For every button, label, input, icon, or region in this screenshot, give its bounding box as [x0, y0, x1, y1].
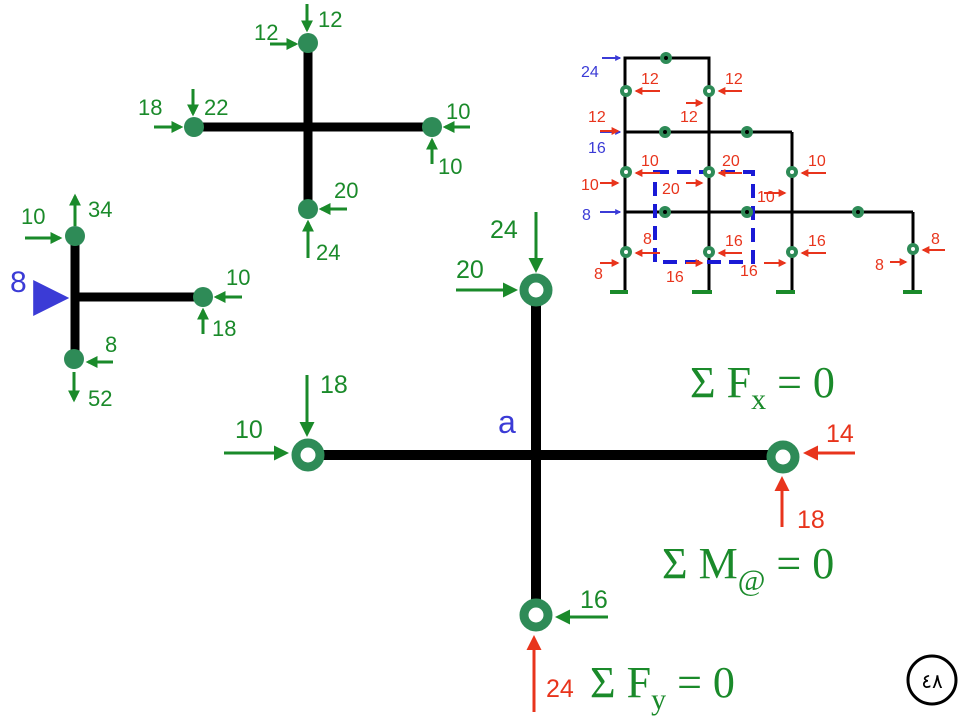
frame-label: 8: [643, 231, 652, 248]
frame-label: 16: [808, 233, 826, 250]
frame-force-arrows: [600, 87, 945, 267]
main-left-v-label: 18: [320, 371, 348, 399]
frame-load-2: 16: [588, 140, 606, 157]
top-fbd-bottom-h-label: 20: [334, 178, 358, 203]
page-number-circle: [906, 654, 958, 706]
left-fbd-joint-right: [193, 287, 213, 307]
frame-label: 12: [680, 109, 698, 126]
top-fbd-right-h-label: 10: [446, 99, 470, 124]
frame-load-3: 8: [582, 207, 591, 224]
frame-label: 10: [641, 153, 659, 170]
left-fbd-top-h-label: 10: [21, 204, 45, 229]
top-fbd-joint-top: [298, 33, 318, 53]
frame-members: [623, 56, 915, 292]
main-right-h-label: 14: [826, 420, 854, 448]
frame-label: 20: [662, 181, 680, 198]
frame-label: 10: [808, 153, 826, 170]
frame-load-1: 24: [581, 64, 599, 81]
top-fbd-bottom-v-label: 24: [316, 240, 340, 265]
left-fbd-joint-bottom: [64, 349, 84, 369]
main-right-v-label: 18: [797, 506, 825, 534]
frame-label: 16: [725, 233, 743, 250]
frame-label: 12: [588, 109, 606, 126]
main-top-v-label: 24: [490, 216, 518, 244]
left-fbd-top-v-label: 34: [88, 197, 112, 222]
main-top-h-label: 20: [456, 256, 484, 284]
main-joint-bottom: [519, 598, 553, 632]
main-joint-right: [766, 440, 800, 474]
joint-a-label: a: [498, 404, 516, 440]
left-fbd-right-v-label: 18: [212, 316, 236, 341]
left-fbd-bottom-v-label: 52: [88, 386, 112, 411]
equilibrium-equations: Σ Fx = 0 Σ M@ = 0 Σ Fy = 0: [590, 358, 835, 716]
main-fbd: a 24 20 18 10 14 18 16 24: [224, 212, 855, 712]
frame-diagram: 24 16 8 12 12 12 12: [581, 52, 945, 294]
main-left-h-label: 10: [235, 416, 263, 444]
frame-label: 16: [666, 269, 684, 286]
frame-label: 8: [594, 266, 603, 283]
eq-sum-fy: Σ Fy = 0: [590, 658, 735, 716]
top-fbd-right-v-label: 10: [438, 154, 462, 179]
left-fbd: 8 10 34 10 18 8 52: [10, 193, 250, 411]
top-fbd-joint-bottom: [298, 199, 318, 219]
main-joint-top: [519, 273, 553, 307]
top-fbd-top-v-label: 12: [318, 7, 342, 32]
main-joint-left: [291, 438, 325, 472]
eq-sum-m: Σ M@ = 0: [662, 539, 834, 597]
top-fbd-top-h-label: 12: [254, 20, 278, 45]
left-fbd-joint-top: [65, 226, 85, 246]
frame-label: 10: [581, 177, 599, 194]
top-fbd-left-v-label: 22: [204, 95, 228, 120]
frame-joints: [620, 52, 919, 258]
frame-label: 20: [722, 153, 740, 170]
top-fbd-joint-right: [422, 117, 442, 137]
eq-sum-fx: Σ Fx = 0: [690, 358, 835, 416]
frame-label: 10: [757, 189, 775, 206]
page-number: ٤٨: [921, 669, 943, 693]
frame-label: 12: [641, 71, 659, 88]
left-fbd-bottom-h-label: 8: [105, 332, 117, 357]
top-fbd: 12 12 18 22 10 10 20 24: [138, 4, 470, 265]
frame-label: 8: [875, 257, 884, 274]
top-fbd-joint-left: [184, 117, 204, 137]
frame-label: 8: [931, 231, 940, 248]
left-fbd-right-h-label: 10: [226, 265, 250, 290]
top-fbd-left-h-label: 18: [138, 95, 162, 120]
left-fbd-load-label: 8: [10, 266, 27, 299]
main-bottom-v-label: 24: [546, 675, 574, 703]
frame-label: 12: [725, 71, 743, 88]
frame-label: 16: [740, 263, 758, 280]
main-bottom-h-label: 16: [580, 586, 608, 614]
